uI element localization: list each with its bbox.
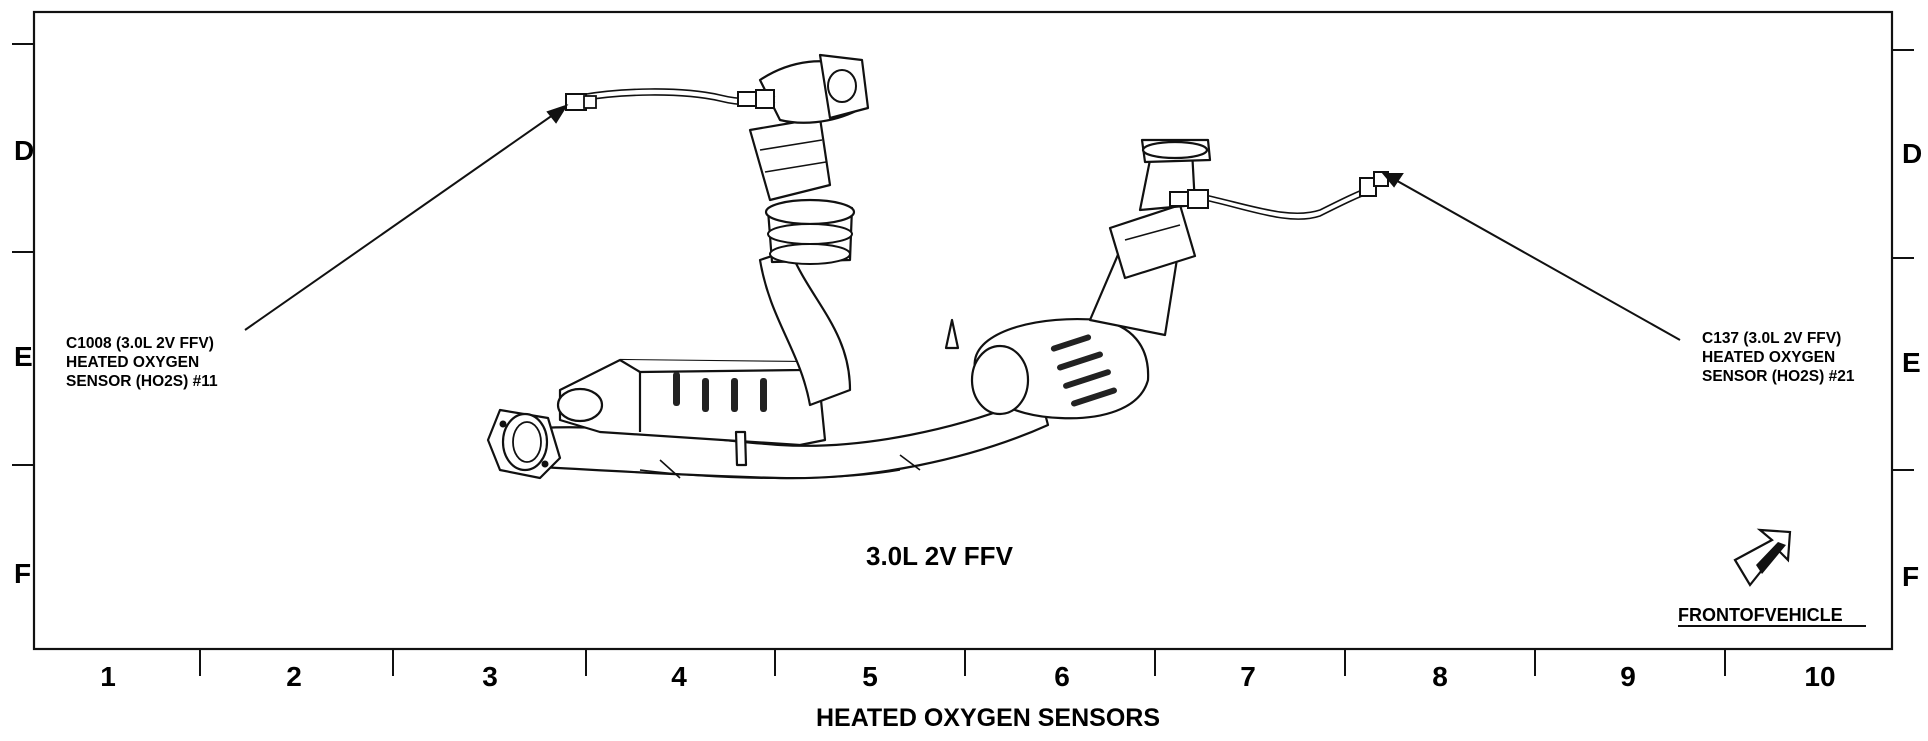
callout-21-line-1: C137 (3.0L 2V FFV) xyxy=(1702,330,1841,347)
column-label-5: 5 xyxy=(862,661,878,692)
callout-11-line-3: SENSOR (HO2S) #11 xyxy=(66,373,218,390)
row-label-d: D xyxy=(14,135,34,166)
right-down-pipe xyxy=(1088,138,1212,337)
row-label-e: E xyxy=(14,341,33,372)
callout-leaders xyxy=(244,104,1681,341)
callout-21-line-2: HEATED OXYGEN xyxy=(1702,349,1835,366)
column-ticks xyxy=(199,649,1726,676)
column-label-8: 8 xyxy=(1432,661,1448,692)
front-of-vehicle-label: FRONTOFVEHICLE xyxy=(1678,605,1843,625)
column-label-6: 6 xyxy=(1054,661,1070,692)
row-label-d-right: D xyxy=(1902,138,1922,169)
column-label-1: 1 xyxy=(100,661,116,692)
column-label-4: 4 xyxy=(671,661,687,692)
zone-ticks xyxy=(12,43,1914,471)
callout-21-line-3: SENSOR (HO2S) #21 xyxy=(1702,368,1855,385)
column-label-9: 9 xyxy=(1620,661,1636,692)
row-label-f-right: F xyxy=(1902,561,1919,592)
oxygen-sensor-21 xyxy=(1169,171,1389,220)
column-label-2: 2 xyxy=(286,661,302,692)
callout-11-line-2: HEATED OXYGEN xyxy=(66,354,199,371)
right-catalytic-converter xyxy=(944,317,1150,420)
footer-title: HEATED OXYGEN SENSORS xyxy=(816,704,1160,732)
callout-11-line-1: C1008 (3.0L 2V FFV) xyxy=(66,335,214,352)
oxygen-sensor-11 xyxy=(565,88,776,111)
column-label-10: 10 xyxy=(1804,661,1835,692)
exhaust-assembly xyxy=(486,53,1389,480)
front-arrow-icon xyxy=(1733,528,1792,587)
column-label-3: 3 xyxy=(482,661,498,692)
left-inlet-flange xyxy=(486,408,562,480)
diagram-frame xyxy=(32,10,1894,651)
left-down-pipe xyxy=(748,53,870,407)
column-label-7: 7 xyxy=(1240,661,1256,692)
row-label-e-right: E xyxy=(1902,347,1921,378)
engine-caption: 3.0L 2V FFV xyxy=(866,541,1014,571)
row-label-f: F xyxy=(14,558,31,589)
